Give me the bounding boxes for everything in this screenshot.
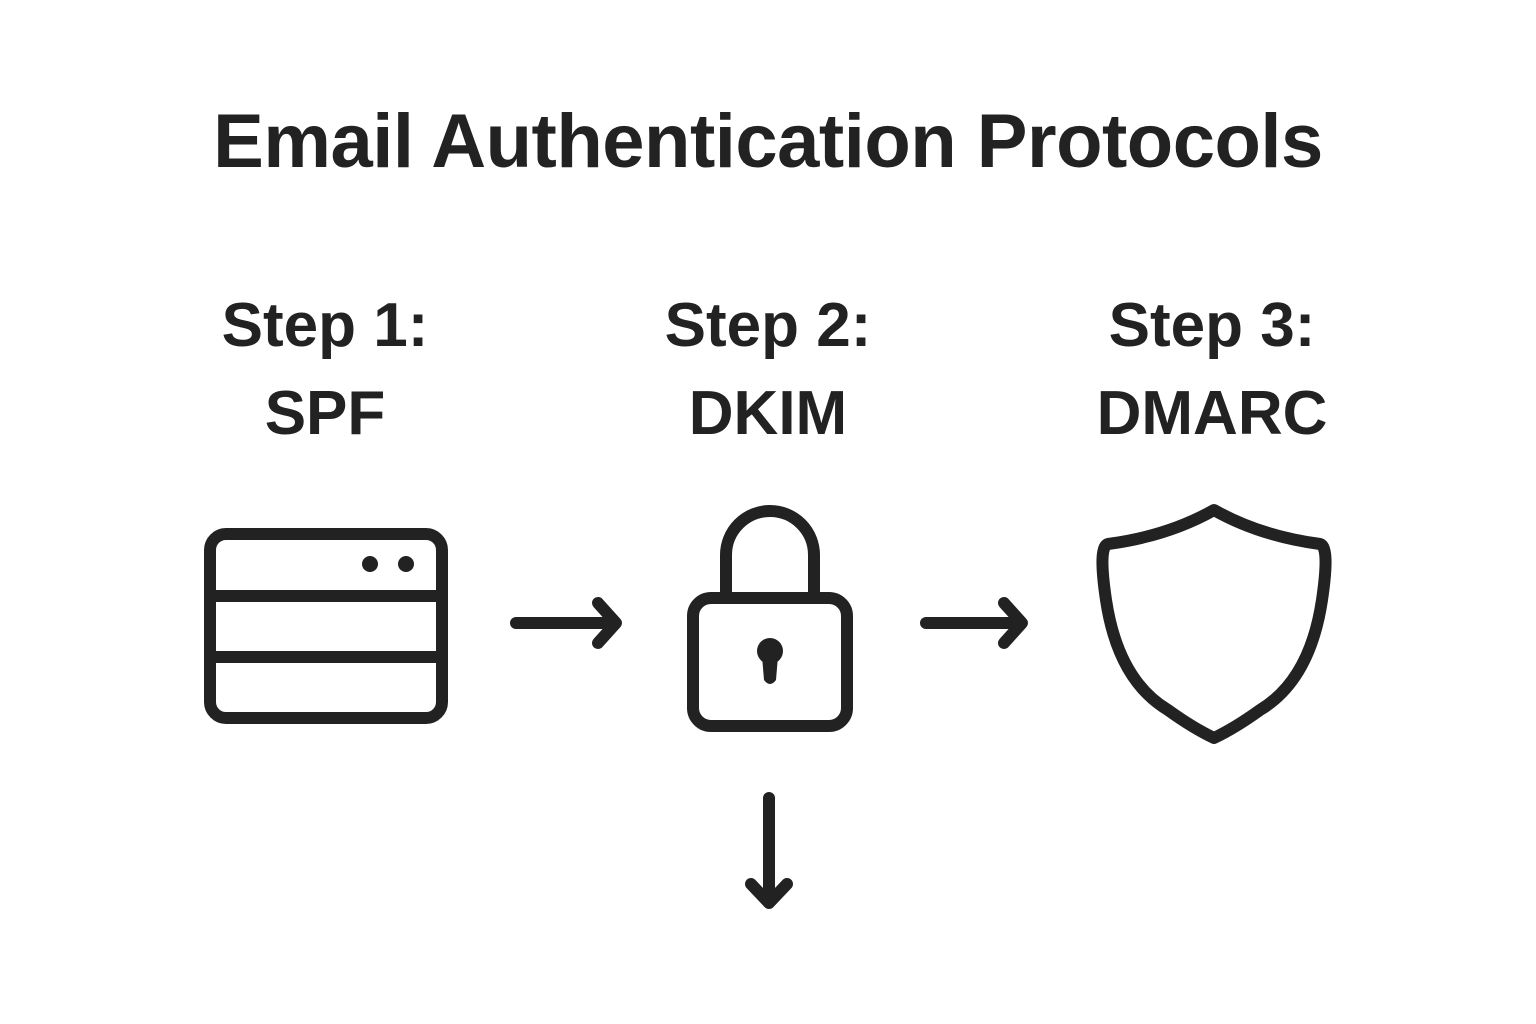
arrow-right-icon <box>920 597 1028 649</box>
step-1-label: Step 1: <box>221 291 429 360</box>
step-3-label: Step 3: <box>1108 291 1316 360</box>
step-2-label: Step 2: <box>664 291 872 360</box>
step-3: Step 3: DMARC <box>1012 282 1412 458</box>
shield-icon <box>1096 504 1332 744</box>
arrow-down-icon <box>745 792 793 909</box>
step-2-name: DKIM <box>688 379 848 448</box>
diagram-title: Email Authentication Protocols <box>213 99 1323 184</box>
step-1: Step 1: SPF <box>125 282 525 458</box>
arrow-right-icon <box>510 597 622 649</box>
step-3-name: DMARC <box>1096 379 1328 448</box>
server-icon <box>204 528 448 724</box>
step-1-name: SPF <box>264 379 386 448</box>
lock-icon <box>687 505 853 732</box>
step-2: Step 2: DKIM <box>568 282 968 458</box>
